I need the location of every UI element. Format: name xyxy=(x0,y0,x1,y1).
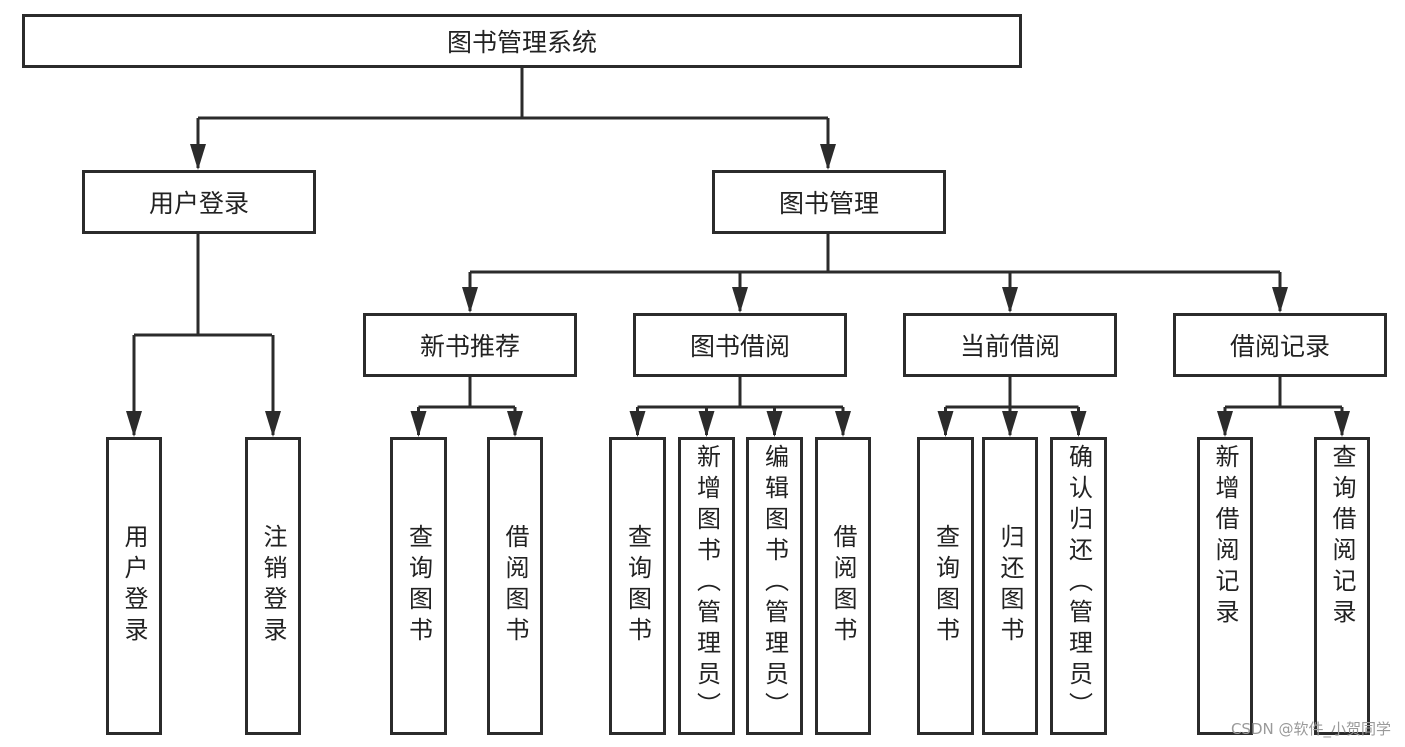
leaf-node: 查询图书 xyxy=(917,437,974,735)
arrowhead-icon xyxy=(820,144,836,170)
arrowhead-icon xyxy=(766,411,783,437)
arrowhead-icon xyxy=(1002,287,1018,313)
node-label: 归还图书 xyxy=(996,524,1024,648)
arrowhead-icon xyxy=(937,411,954,437)
node-label: 图书管理系统 xyxy=(446,28,597,57)
arrowhead-icon xyxy=(410,411,427,437)
node-label: 新书推荐 xyxy=(419,332,520,361)
node-label: 图书管理 xyxy=(778,189,879,218)
arrowhead-icon xyxy=(835,411,851,437)
arrowhead-icon xyxy=(507,411,523,437)
node-label: 查询图书 xyxy=(404,524,433,648)
leaf-node: 确认归还（管理员） xyxy=(1050,437,1107,735)
leaf-node: 查询图书 xyxy=(609,437,666,735)
leaf-node: 借阅图书 xyxy=(815,437,871,735)
node-label: 查询图书 xyxy=(931,524,960,648)
leaf-node: 新增借阅记录 xyxy=(1197,437,1253,735)
arrowhead-icon xyxy=(1272,287,1288,313)
arrowhead-icon xyxy=(732,287,748,313)
node-label: 借阅图书 xyxy=(501,524,529,648)
arrowhead-icon xyxy=(1217,411,1233,437)
arrowhead-icon xyxy=(629,411,646,437)
node-label: 查询借阅记录 xyxy=(1328,444,1356,630)
node-label: 图书借阅 xyxy=(689,332,790,361)
node-label: 当前借阅 xyxy=(959,332,1060,361)
node-label: 新增借阅记录 xyxy=(1211,444,1239,630)
node-label: 注销登录 xyxy=(259,524,287,648)
arrowhead-icon xyxy=(265,411,281,437)
leaf-node: 归还图书 xyxy=(982,437,1038,735)
node-label: 用户登录 xyxy=(120,524,148,648)
arrowhead-icon xyxy=(1334,411,1350,437)
arrowhead-icon xyxy=(126,411,142,437)
watermark: CSDN @软件_小贺同学 xyxy=(1230,720,1391,738)
node-label: 查询图书 xyxy=(623,524,652,648)
leaf-node: 注销登录 xyxy=(245,437,301,735)
node-label: 借阅记录 xyxy=(1229,332,1330,361)
branch-node: 图书管理 xyxy=(712,170,946,234)
category-node: 借阅记录 xyxy=(1173,313,1387,377)
category-node: 图书借阅 xyxy=(633,313,847,377)
node-label: 编辑图书（管理员） xyxy=(760,444,789,723)
node-label: 确认归还（管理员） xyxy=(1064,444,1093,723)
arrowhead-icon xyxy=(190,144,206,170)
leaf-node: 查询借阅记录 xyxy=(1314,437,1370,735)
root-node: 图书管理系统 xyxy=(22,14,1022,68)
branch-node: 用户登录 xyxy=(82,170,316,234)
node-label: 用户登录 xyxy=(148,189,249,218)
arrowhead-icon xyxy=(698,411,715,437)
node-label: 借阅图书 xyxy=(829,524,857,648)
leaf-node: 借阅图书 xyxy=(487,437,543,735)
arrowhead-icon xyxy=(1070,411,1087,437)
arrowhead-icon xyxy=(462,287,478,313)
leaf-node: 新增图书（管理员） xyxy=(678,437,735,735)
arrowhead-icon xyxy=(1002,411,1018,437)
category-node: 当前借阅 xyxy=(903,313,1117,377)
node-label: 新增图书（管理员） xyxy=(692,444,721,723)
leaf-node: 用户登录 xyxy=(106,437,162,735)
leaf-node: 查询图书 xyxy=(390,437,447,735)
leaf-node: 编辑图书（管理员） xyxy=(746,437,803,735)
category-node: 新书推荐 xyxy=(363,313,577,377)
